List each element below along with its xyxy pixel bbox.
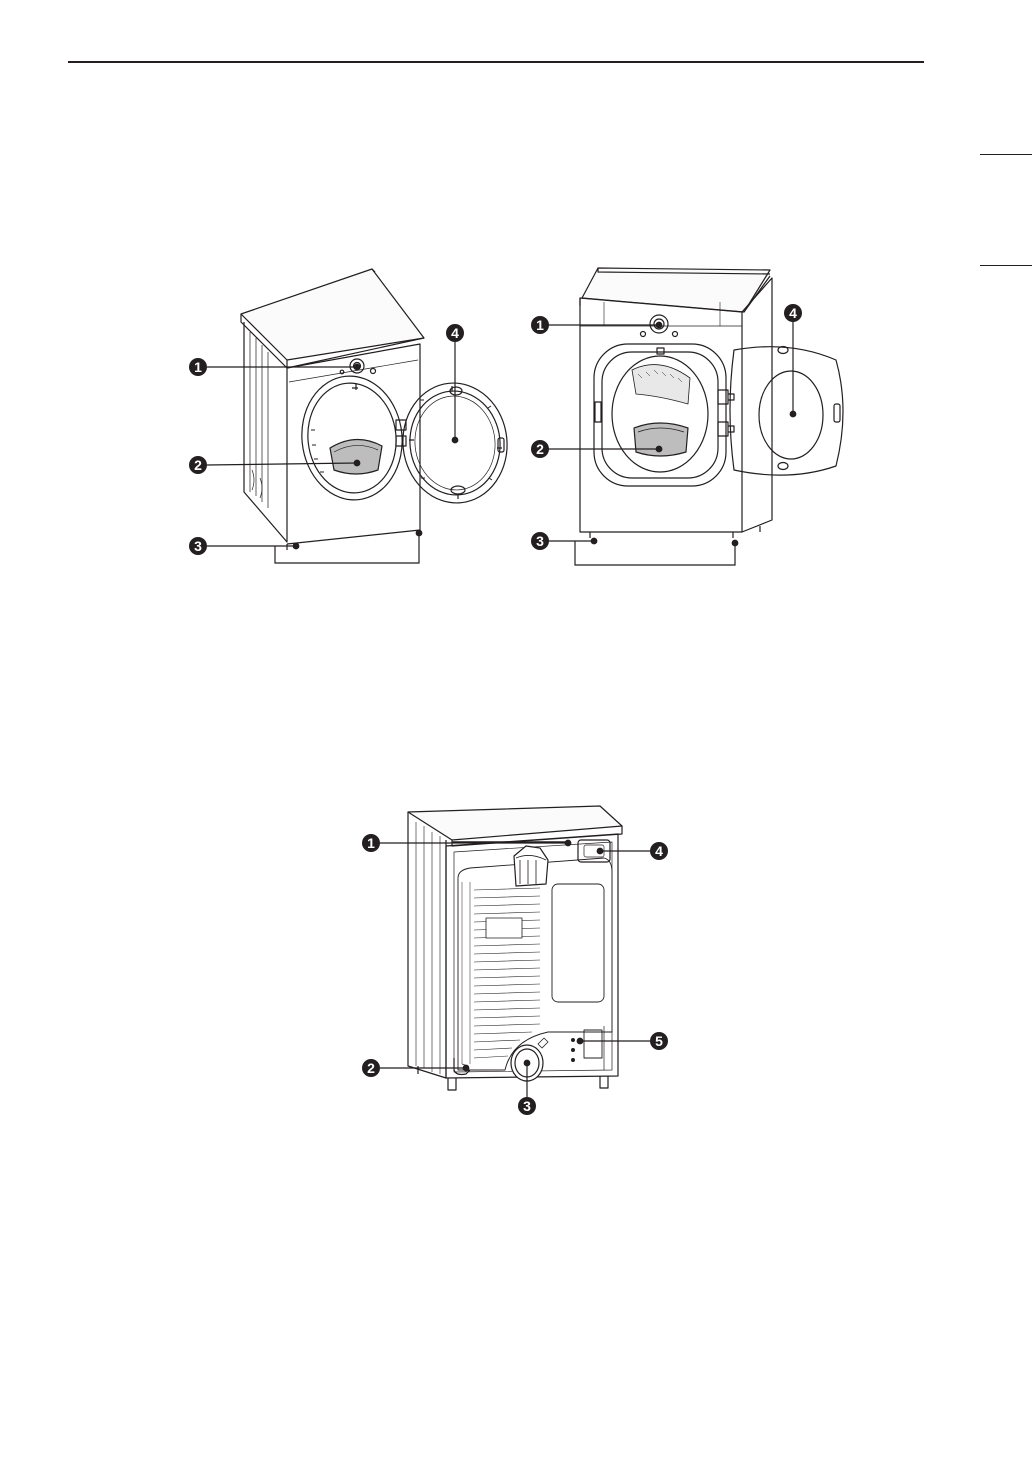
callout-label: 1 xyxy=(536,317,544,333)
callout-badge: 3 xyxy=(518,1097,536,1115)
front-view-a-figure: 1 2 3 4 xyxy=(180,262,520,572)
callout-label: 1 xyxy=(194,359,202,375)
callout-badge: 2 xyxy=(531,440,549,458)
callout-badge: 3 xyxy=(531,532,549,550)
callout-label: 3 xyxy=(523,1098,531,1114)
callout-label: 4 xyxy=(655,843,663,859)
rear-view-drawing: 1 2 3 4 5 xyxy=(355,800,675,1120)
callout-label: 4 xyxy=(451,325,459,341)
callout-badge: 1 xyxy=(362,834,380,852)
front-view-b-drawing: 1 2 3 4 xyxy=(525,262,855,572)
callout-label: 3 xyxy=(536,533,544,549)
header-rule xyxy=(68,61,924,63)
callout-badge: 4 xyxy=(650,842,668,860)
callout-badge: 4 xyxy=(784,304,802,322)
front-view-a-drawing: 1 2 3 4 xyxy=(180,262,520,572)
callout-badge: 1 xyxy=(531,316,549,334)
callout-label: 2 xyxy=(536,441,544,457)
callout-label: 4 xyxy=(789,305,797,321)
callout-badge: 2 xyxy=(362,1059,380,1077)
callout-badge: 2 xyxy=(189,456,207,474)
callout-label: 5 xyxy=(655,1033,663,1049)
rear-view-figure: 1 2 3 4 5 xyxy=(355,800,675,1120)
callout-badge: 1 xyxy=(189,358,207,376)
callout-label: 1 xyxy=(367,835,375,851)
side-tab-mark-bottom xyxy=(980,265,1032,266)
front-view-b-figure: 1 2 3 4 xyxy=(525,262,855,572)
callout-label: 2 xyxy=(194,457,202,473)
callout-badge: 5 xyxy=(650,1032,668,1050)
callout-badge: 3 xyxy=(189,537,207,555)
callout-label: 2 xyxy=(367,1060,375,1076)
side-tab-mark-top xyxy=(980,154,1032,155)
callout-label: 3 xyxy=(194,538,202,554)
callout-badge: 4 xyxy=(446,324,464,342)
